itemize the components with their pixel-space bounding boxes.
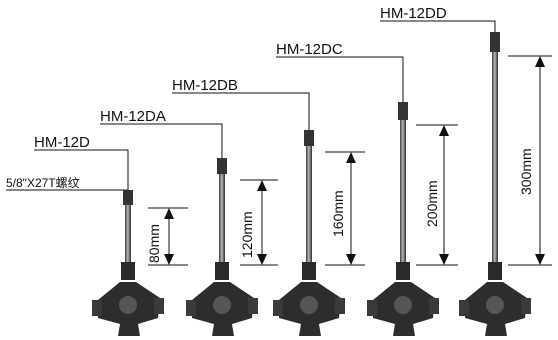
dimension-arrow-down-icon	[164, 254, 174, 265]
model-hm-12dd: HM-12DD 300mm	[380, 5, 552, 336]
model-name-label: HM-12DD	[380, 5, 447, 22]
model-name-label: HM-12D	[34, 134, 90, 151]
thread-spec-label: 5/8"X27T螺纹	[6, 176, 80, 190]
dimension-arrow-down-icon	[346, 254, 356, 265]
model-leader-line	[100, 123, 223, 158]
model-leader-line	[276, 56, 404, 102]
dimension-value: 300mm	[518, 148, 534, 195]
dimension-value: 120mm	[239, 211, 255, 258]
dimension-value: 160mm	[330, 190, 346, 237]
dimension-arrow-up-icon	[257, 180, 267, 191]
model-leader-line	[34, 149, 129, 190]
dimension-arrow-down-icon	[257, 254, 267, 265]
dimension-value: 200mm	[424, 180, 440, 227]
model-hm-12dc: HM-12DC 200mm	[276, 41, 458, 336]
monopod-head-illustration	[92, 190, 164, 336]
model-name-label: HM-12DB	[172, 77, 238, 94]
dimension-arrow-up-icon	[439, 125, 449, 136]
dimension-value: 80mm	[146, 224, 162, 263]
model-leader-line	[172, 92, 310, 130]
dimension-arrow-down-icon	[439, 254, 449, 265]
model-name-label: HM-12DA	[100, 108, 166, 125]
dimension-arrow-up-icon	[346, 152, 356, 163]
monopod-head-illustration	[367, 102, 439, 336]
dimension-arrow-down-icon	[535, 254, 545, 265]
model-hm-12db: HM-12DB 160mm	[172, 77, 365, 336]
monopod-head-illustration	[273, 130, 345, 336]
model-name-label: HM-12DC	[276, 41, 343, 58]
model-hm-12da: HM-12DA 120mm	[100, 108, 278, 336]
dimension-arrow-up-icon	[535, 56, 545, 67]
monopod-head-illustration	[459, 32, 531, 336]
monopod-head-illustration	[186, 158, 258, 336]
model-leader-line	[380, 20, 496, 32]
model-hm-12d: HM-12D 80mm	[34, 134, 188, 336]
dimension-arrow-up-icon	[164, 208, 174, 219]
